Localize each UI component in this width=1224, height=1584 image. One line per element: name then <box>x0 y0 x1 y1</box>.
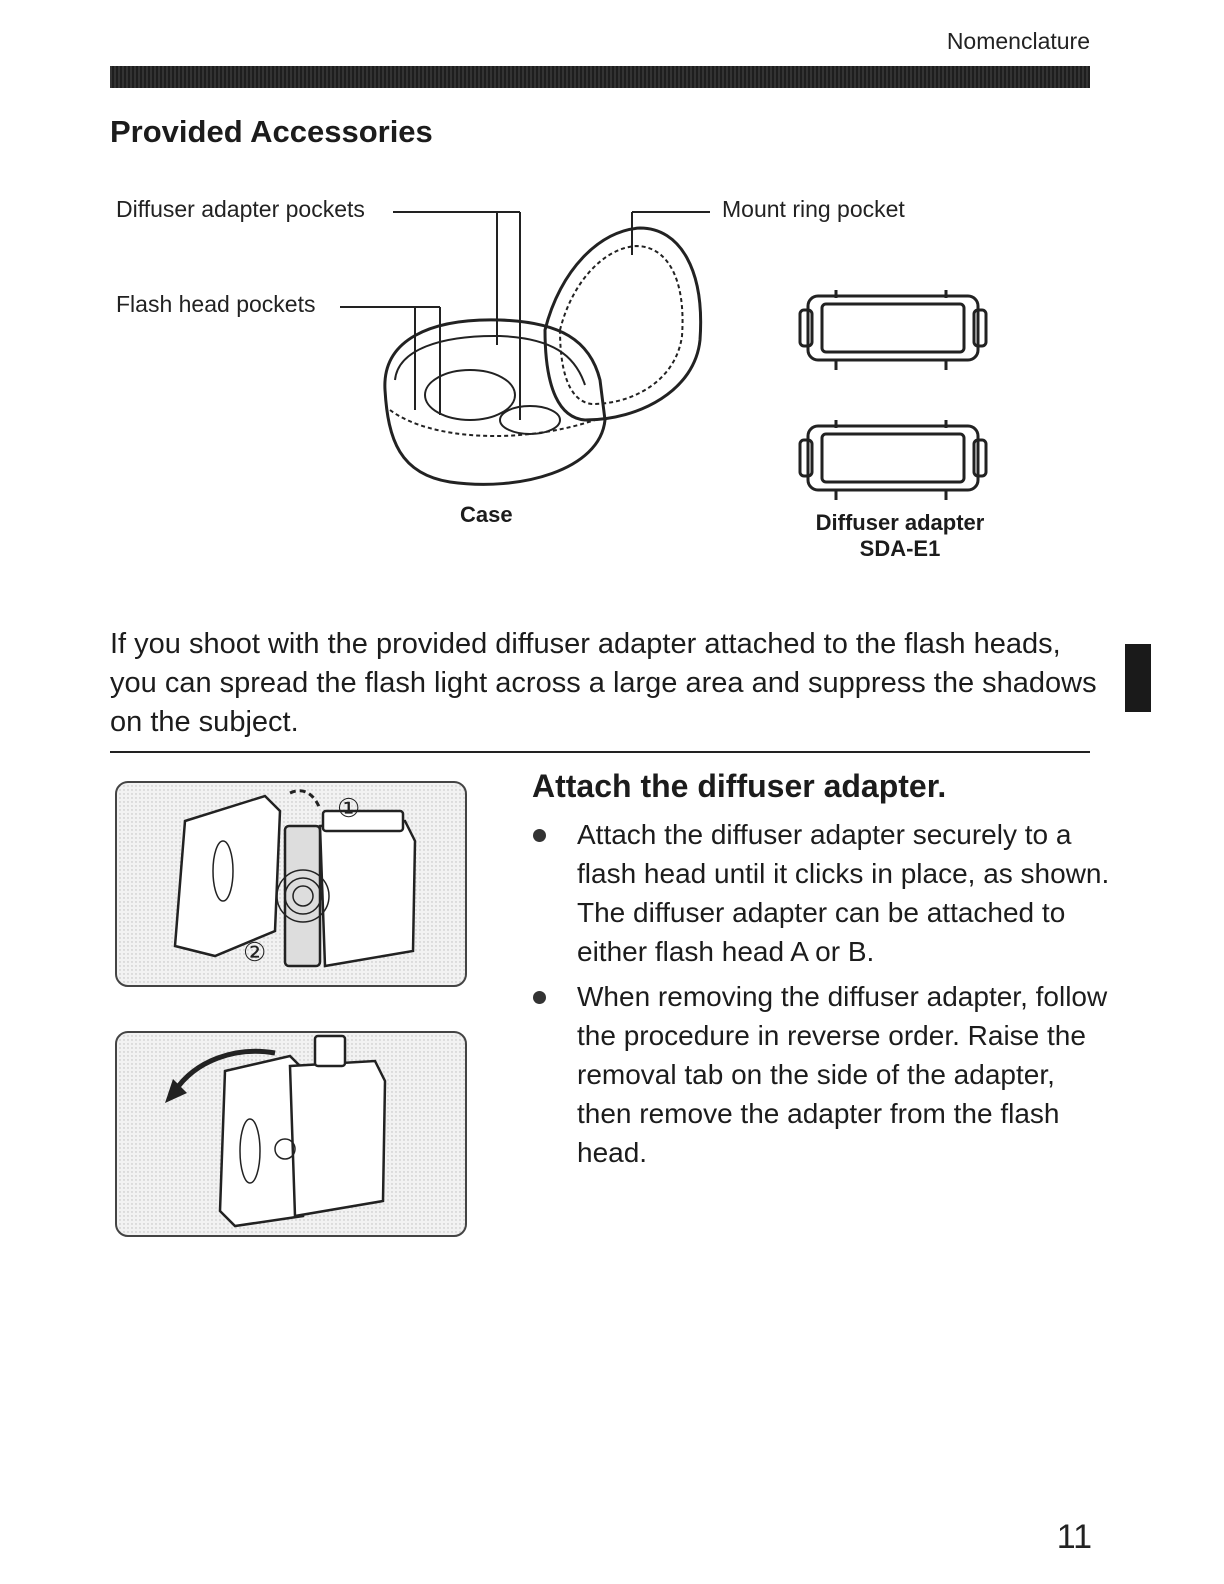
curved-arrow-icon <box>172 1048 276 1093</box>
curved-arrow-icon <box>289 789 322 810</box>
case-caption: Case <box>460 502 513 527</box>
remove-illustration <box>115 1031 467 1237</box>
list-item: When removing the diffuser adapter, foll… <box>530 977 1110 1172</box>
step-title: Attach the diffuser adapter. <box>532 768 947 804</box>
label-flash-head-pockets: Flash head pockets <box>116 291 316 317</box>
adapter-caption-line1: Diffuser adapter <box>815 510 985 535</box>
step-marker-1: ① <box>337 793 360 823</box>
section-tag: Nomenclature <box>946 28 1090 54</box>
step-bullets: Attach the diffuser adapter securely to … <box>530 815 1110 1178</box>
diffuser-adapter-bottom <box>798 420 988 500</box>
bullet-1-text-2: The diffuser adapter can be attached to … <box>577 897 1066 967</box>
adapter-caption-line2: SDA-E1 <box>859 536 941 561</box>
page-number: 11 <box>1056 1518 1092 1556</box>
bullet-2-text: When removing the diffuser adapter, foll… <box>577 981 1108 1168</box>
intro-paragraph: If you shoot with the provided diffuser … <box>110 628 1097 738</box>
label-mount-ring-pocket: Mount ring pocket <box>722 196 905 222</box>
bullet-dot-icon <box>533 829 546 842</box>
attach-illustration: ① ② <box>115 781 467 987</box>
step-marker-2: ② <box>243 937 266 967</box>
diffuser-adapter-top <box>798 290 988 370</box>
adapter-caption: Diffuser adapter SDA-E1 <box>790 510 1010 562</box>
divider <box>110 751 1090 753</box>
side-tab-marker <box>1125 644 1151 712</box>
list-item: Attach the diffuser adapter securely to … <box>530 815 1110 971</box>
bullet-1-text: Attach the diffuser adapter securely to … <box>577 819 1110 889</box>
header-bar <box>110 66 1090 88</box>
page-title: Provided Accessories <box>110 114 433 149</box>
case-illustration <box>340 211 988 500</box>
label-diffuser-adapter-pockets: Diffuser adapter pockets <box>116 196 365 222</box>
bullet-dot-icon <box>533 991 546 1004</box>
